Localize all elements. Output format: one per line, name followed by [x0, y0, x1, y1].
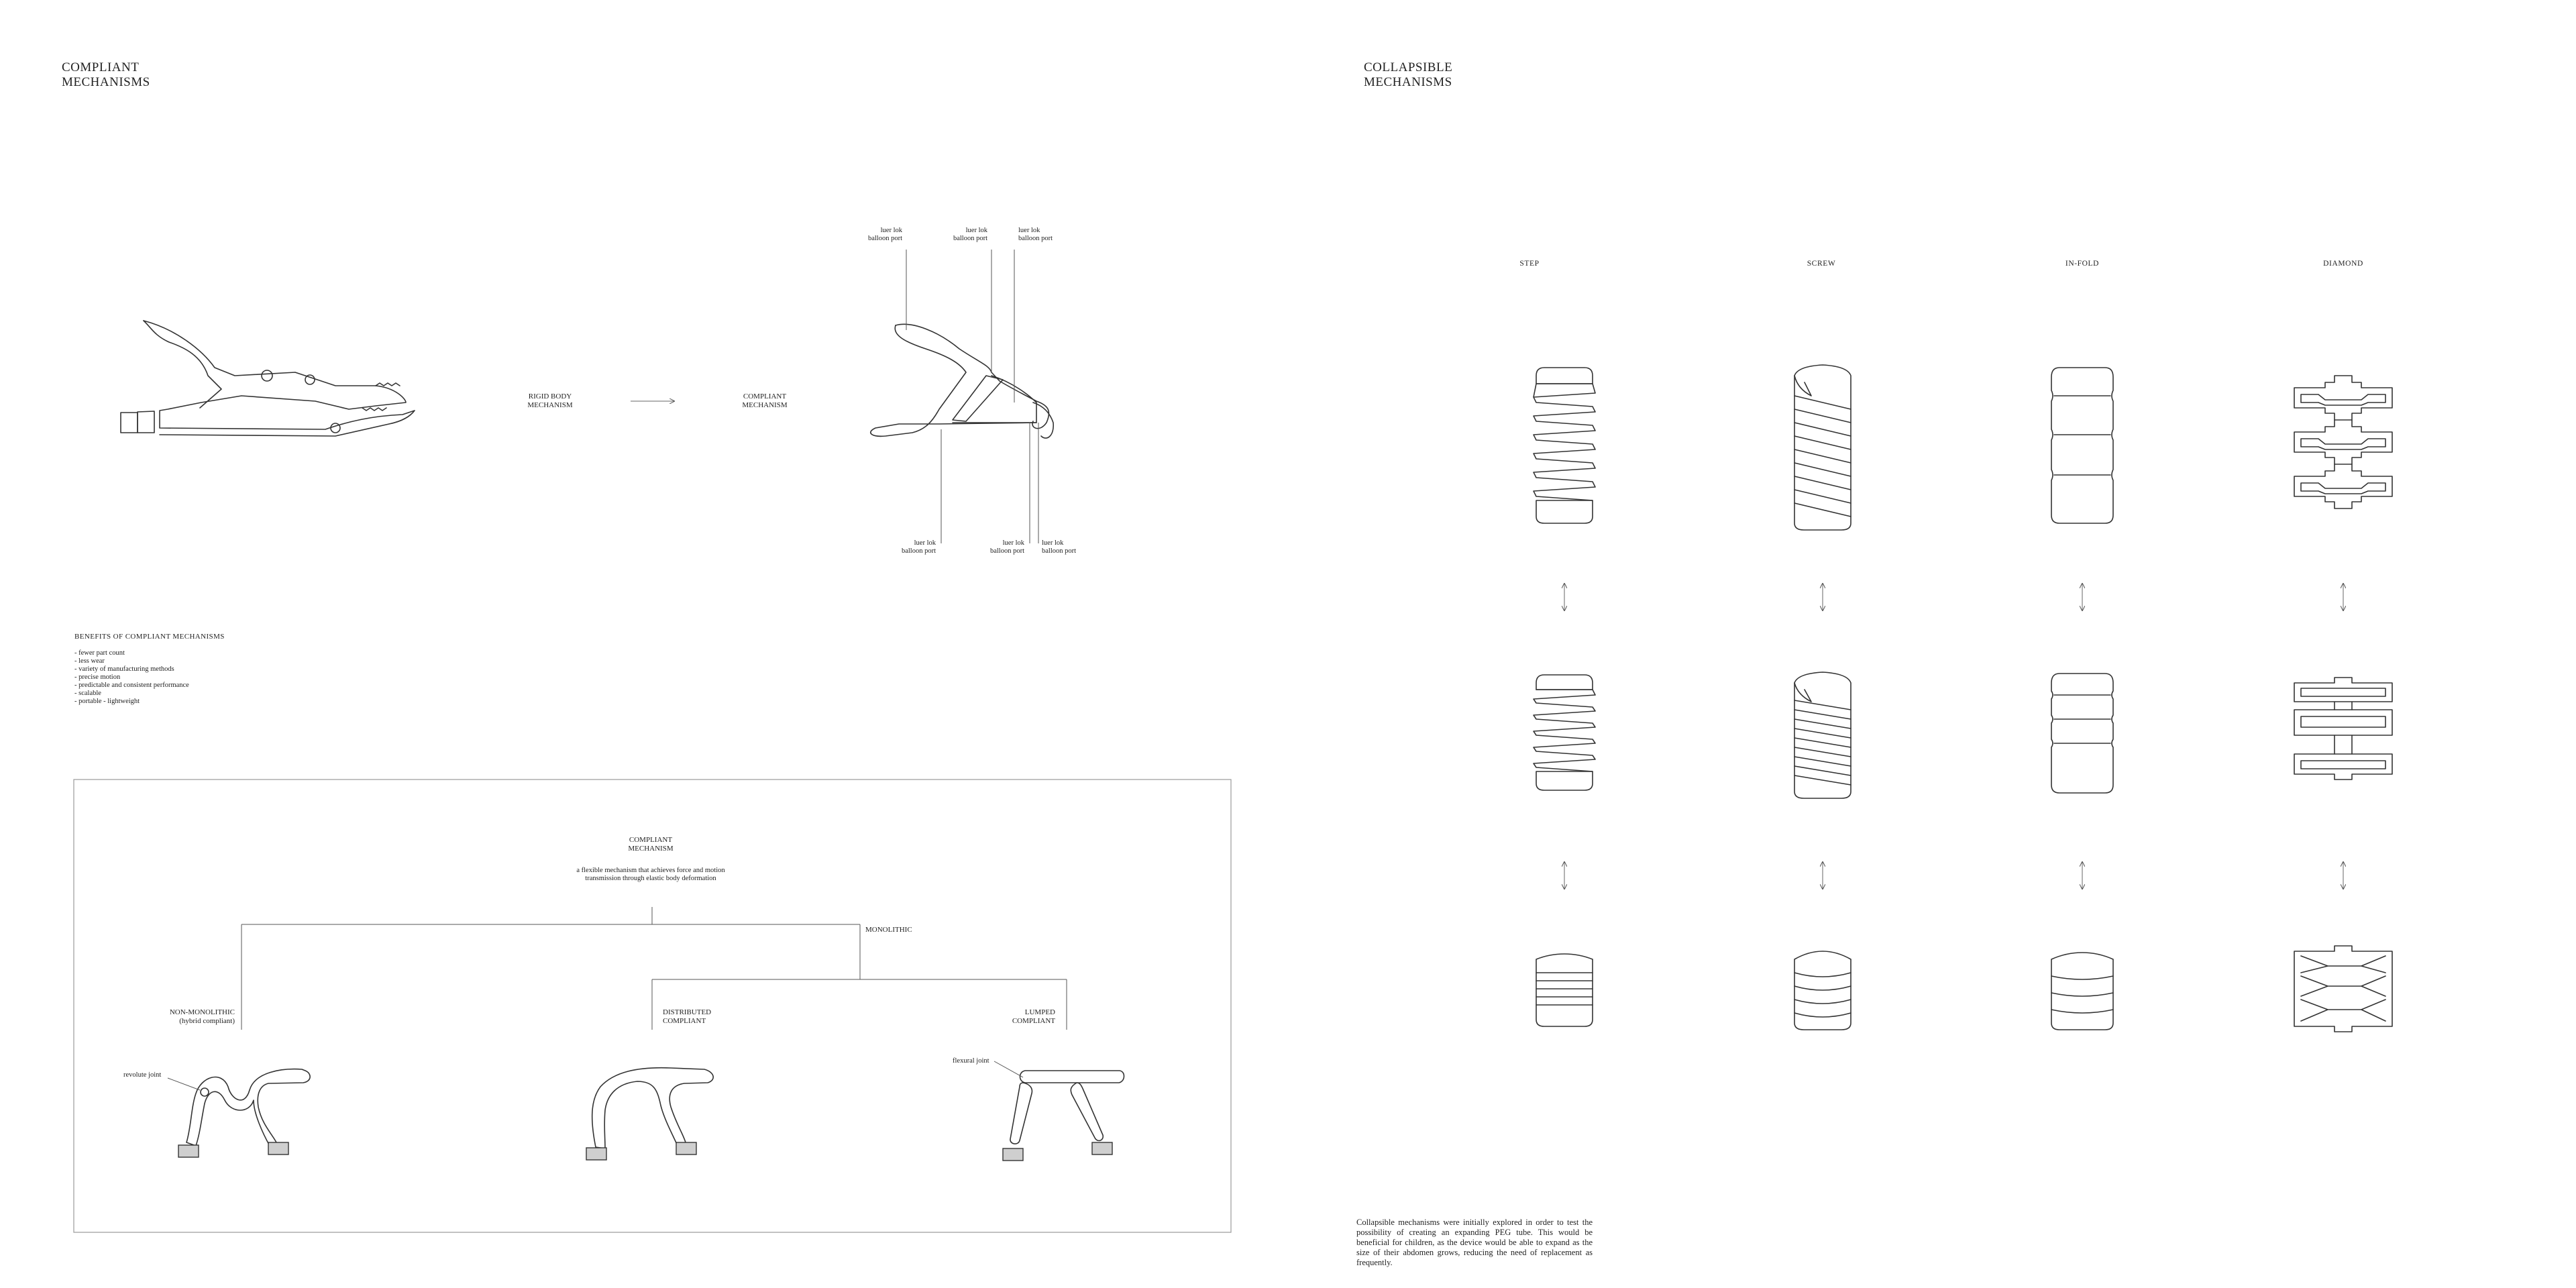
benefit-item: - fewer part count — [74, 649, 125, 657]
benefit-item: - variety of manufacturing methods — [74, 665, 174, 673]
benefits-list: - fewer part count - less wear - variety… — [74, 649, 225, 706]
column-screw: SCREW — [1807, 260, 1836, 268]
benefit-item: - less wear — [74, 657, 105, 665]
locking-pliers-icon — [120, 320, 415, 437]
benefit-item: - precise motion — [74, 673, 121, 681]
callout-lines — [906, 250, 1039, 543]
screw-collapsible-icon — [1794, 364, 1851, 1030]
benefit-item: - predictable and consistent performance — [74, 681, 189, 689]
benefit-item: - scalable — [74, 689, 101, 697]
compliant-pliers-icon — [870, 323, 1054, 439]
flexural-joint-label: flexural joint — [953, 1057, 989, 1065]
classification-frame — [73, 779, 1232, 1233]
tree-monolithic: MONOLITHIC — [865, 926, 912, 934]
step-collapsible-icon — [1533, 367, 1596, 1027]
column-diamond: DIAMOND — [2323, 260, 2363, 268]
benefits-block: BENEFITS OF COMPLIANT MECHANISMS - fewer… — [74, 633, 225, 706]
lumped-compliant-example — [994, 1061, 1125, 1161]
hybrid-compliant-example — [167, 1068, 311, 1158]
diamond-collapsible-icon — [2294, 375, 2393, 1032]
revolute-joint-label: revolute joint — [123, 1071, 162, 1079]
column-in-fold: IN-FOLD — [2065, 260, 2100, 268]
distributed-compliant-example — [586, 1067, 714, 1161]
tree-root-desc: a flexible mechanism that achieves force… — [576, 867, 725, 883]
tree-lines — [241, 907, 1067, 1030]
in-fold-collapsible-icon — [2051, 367, 2114, 1030]
collapsible-paragraph: Collapsible mechanisms were initially ex… — [1356, 1218, 1593, 1267]
tree-non-monolithic: NON-MONOLITHIC(hybrid compliant) — [169, 1008, 235, 1025]
benefit-item: - portable - lightweight — [74, 698, 140, 706]
column-step: STEP — [1519, 260, 1540, 268]
